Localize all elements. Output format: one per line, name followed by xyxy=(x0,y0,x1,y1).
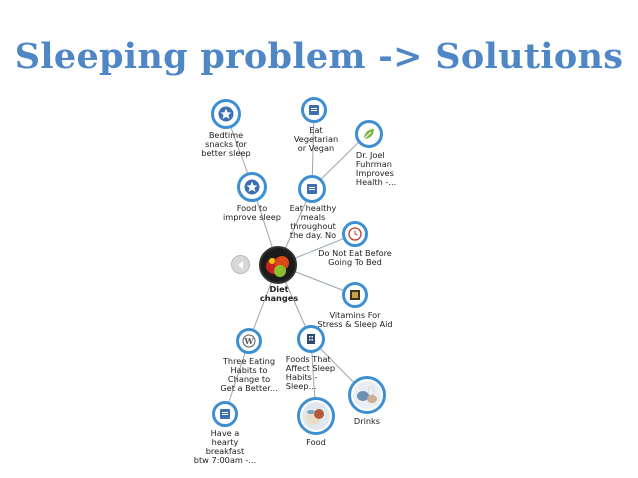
center-node-label: Diet changes xyxy=(259,284,299,303)
node-label: Bedtime snacks for better sleep xyxy=(201,130,251,158)
node-label: Foods That Affect Sleep Habits - Sleep..… xyxy=(285,354,336,391)
wordpress-icon: W xyxy=(242,334,256,348)
document-icon xyxy=(307,184,317,194)
node-label: Food xyxy=(306,437,326,447)
node-three-eating-habits[interactable]: W xyxy=(236,328,262,354)
slide-title: Sleeping problem -> Solutions xyxy=(14,36,624,77)
apple-photo-icon xyxy=(266,256,289,277)
clock-icon xyxy=(348,227,362,241)
building-icon xyxy=(307,334,315,344)
bookmark-icon xyxy=(350,290,360,300)
chevron-left-icon xyxy=(237,260,243,269)
center-node-diet-changes[interactable] xyxy=(259,246,297,284)
node-label: Food to improve sleep xyxy=(223,203,281,222)
star-icon xyxy=(244,179,260,195)
node-dr-joel[interactable] xyxy=(355,120,383,148)
node-eat-healthy-meals[interactable] xyxy=(298,175,326,203)
node-label: Have a hearty breakfast btw 7:00am -... xyxy=(193,428,257,465)
node-foods-affect-sleep[interactable] xyxy=(297,325,325,353)
node-label: Eat healthy meals throughout the day. No xyxy=(289,203,337,240)
node-label: Do Not Eat Before Going To Bed xyxy=(318,248,392,267)
food-photo-icon xyxy=(302,402,330,430)
document-icon xyxy=(309,105,319,115)
back-arrow-button[interactable] xyxy=(231,255,250,274)
node-do-not-eat-before-bed[interactable] xyxy=(342,221,368,247)
node-label: Three Eating Habits to Change to Get a B… xyxy=(220,356,278,393)
star-icon xyxy=(218,106,234,122)
node-label: Eat Vegetarian or Vegan xyxy=(293,125,339,153)
svg-text:W: W xyxy=(244,336,255,346)
document-icon xyxy=(220,409,230,419)
leaf-icon xyxy=(363,129,374,140)
node-label: Drinks xyxy=(353,416,381,426)
node-bedtime-snacks[interactable] xyxy=(211,99,241,129)
node-food-to-improve-sleep[interactable] xyxy=(237,172,267,202)
node-label: Dr. Joel Fuhrman Improves Health -... xyxy=(355,150,397,187)
node-have-breakfast[interactable] xyxy=(212,401,238,427)
drinks-photo-icon xyxy=(353,381,381,409)
node-label: Vitamins For Stress & Sleep Aid xyxy=(317,310,393,329)
node-vitamins[interactable] xyxy=(342,282,368,308)
node-eat-vegetarian[interactable] xyxy=(301,97,327,123)
node-food[interactable] xyxy=(297,397,335,435)
node-drinks[interactable] xyxy=(348,376,386,414)
